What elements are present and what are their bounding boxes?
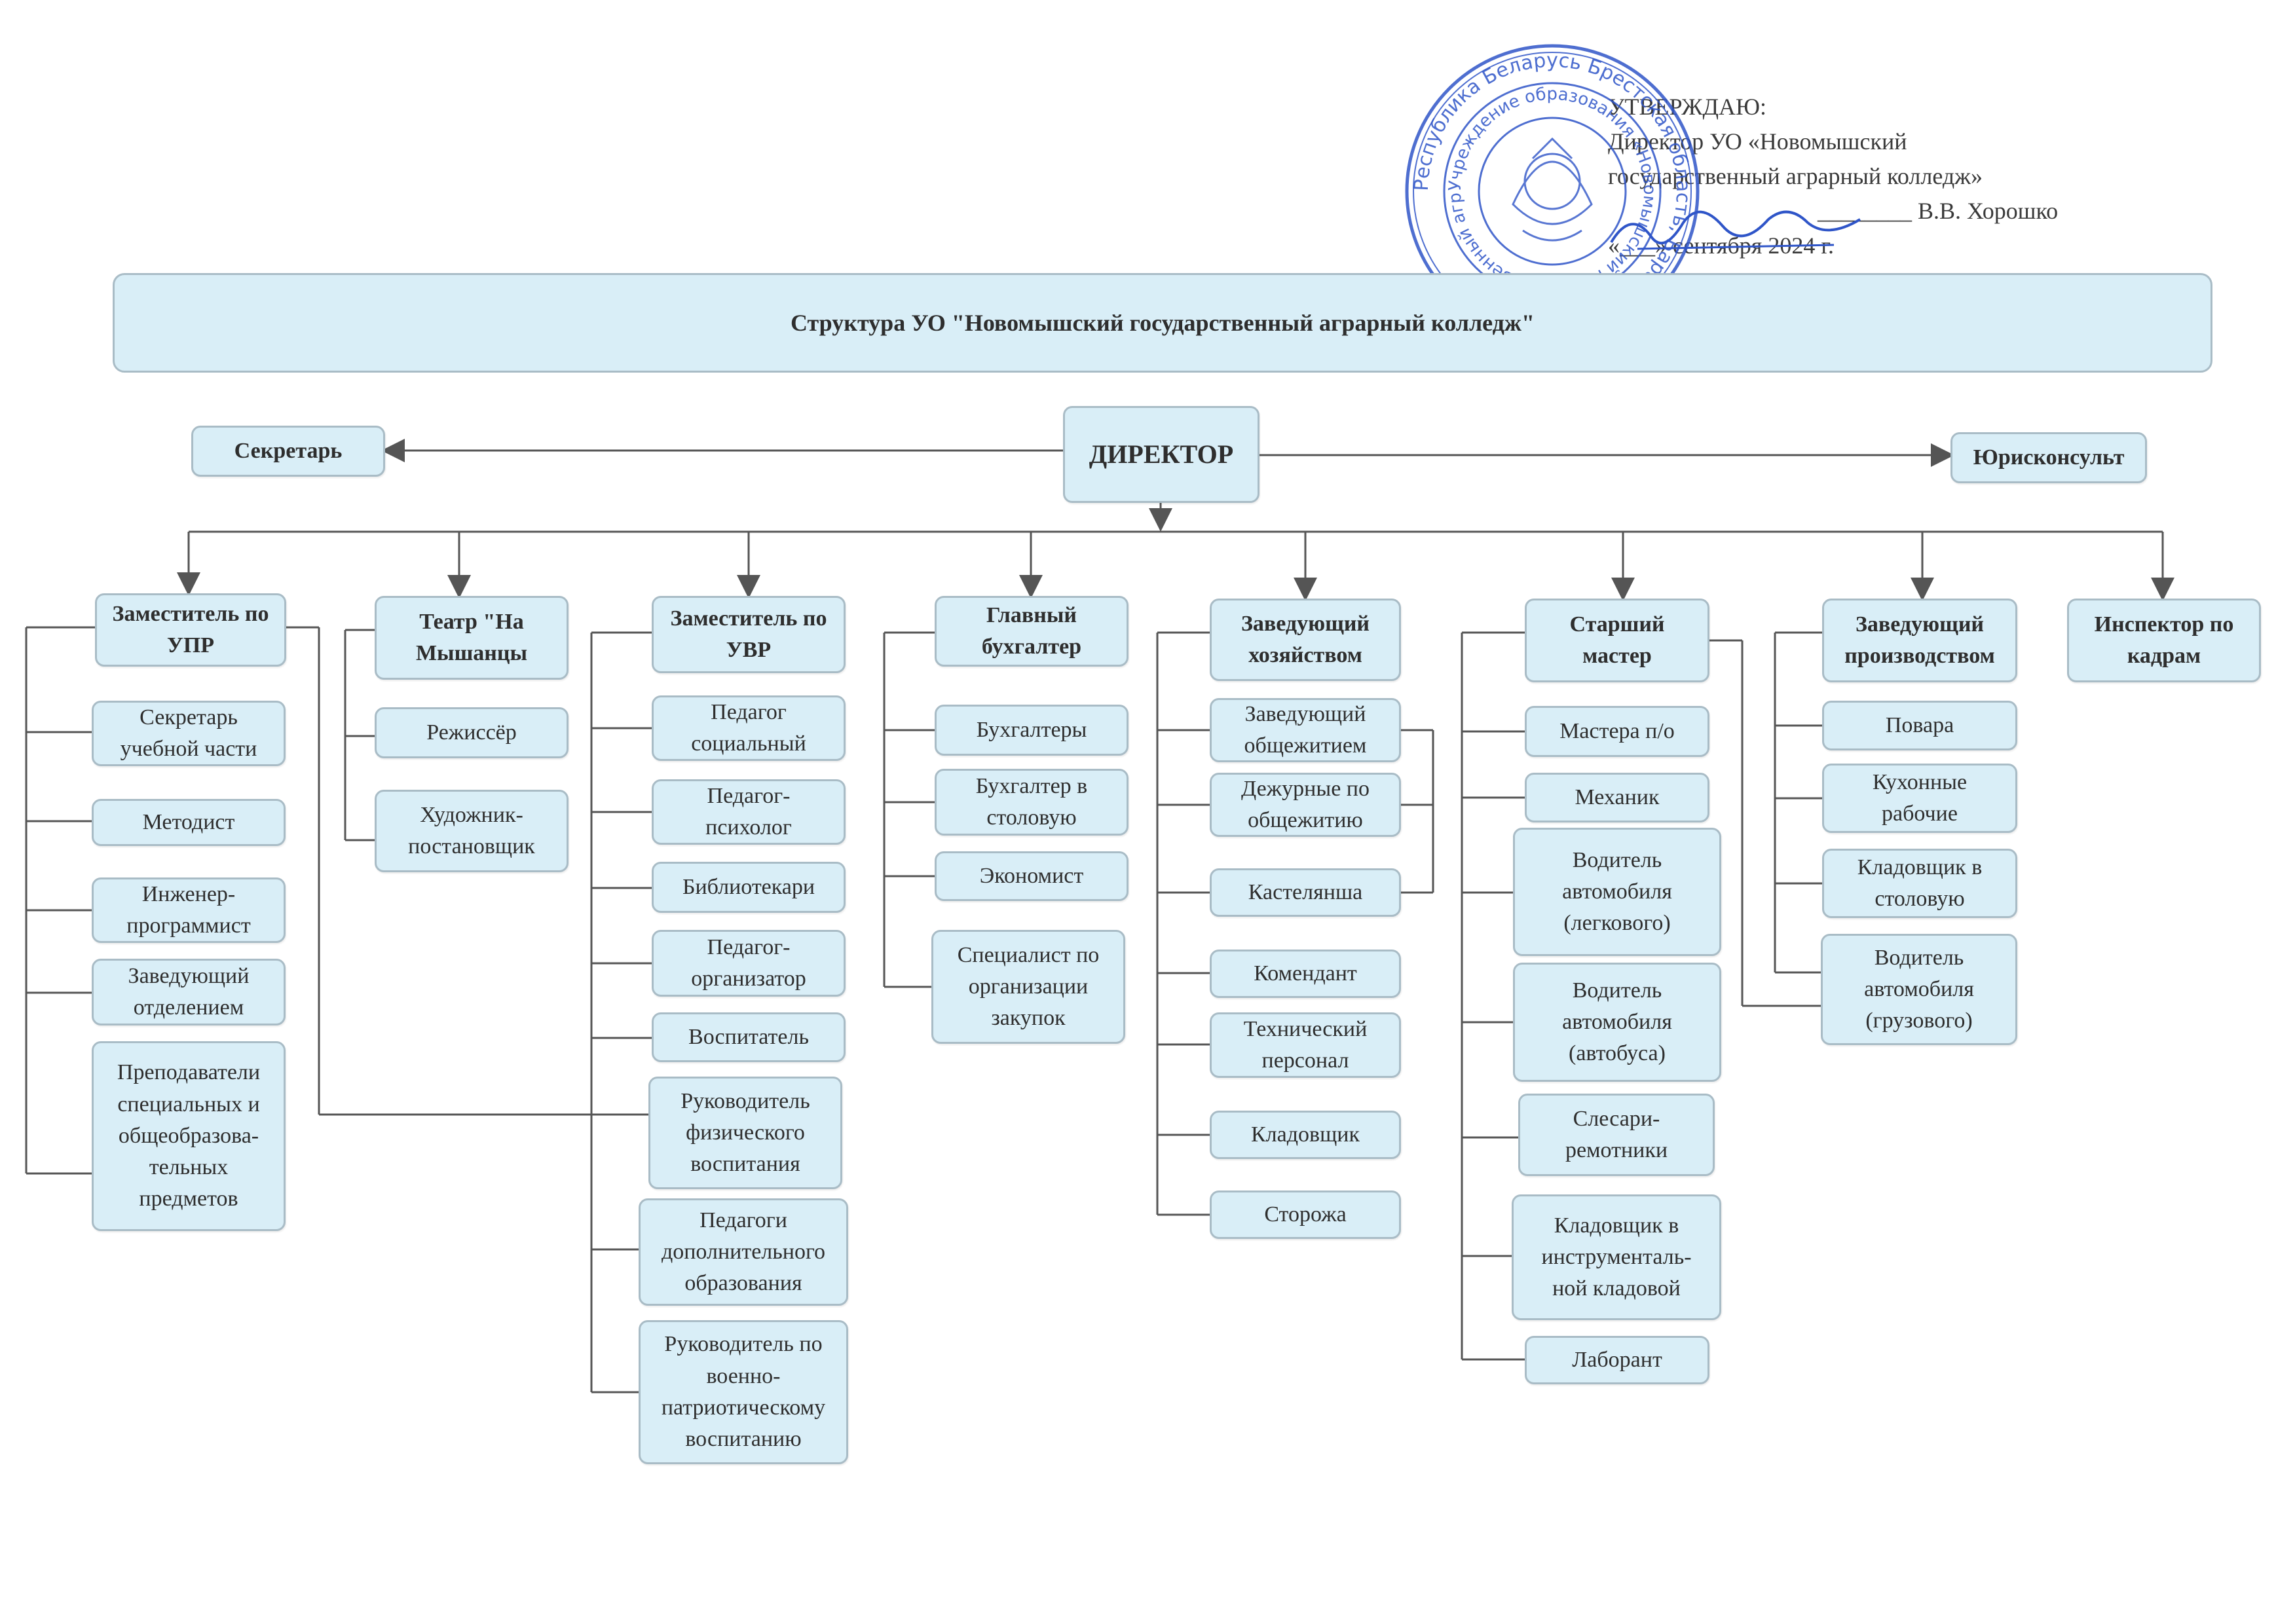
- director-box: ДИРЕКТОР: [1063, 406, 1259, 503]
- department-head: Заведующий производством: [1822, 599, 2017, 682]
- staff-box: Повара: [1822, 701, 2017, 750]
- department-head: Старший мастер: [1525, 599, 1709, 682]
- staff-box: Руководитель физического воспитания: [648, 1077, 842, 1189]
- staff-box: Методист: [92, 799, 286, 846]
- staff-box: Мастера п/о: [1525, 706, 1709, 757]
- department-head: Театр "На Мышанцы: [375, 596, 569, 680]
- staff-box: Экономист: [935, 851, 1129, 901]
- jurist-box: Юрисконсульт: [1950, 432, 2147, 483]
- staff-box: Водитель автомобиля (грузового): [1821, 934, 2017, 1045]
- staff-box: Водитель автомобиля (автобуса): [1513, 963, 1721, 1082]
- staff-box: Секретарь учебной части: [92, 701, 286, 766]
- staff-box: Режиссёр: [375, 707, 569, 758]
- approval-organization: государственный аграрный колледж»: [1608, 163, 1983, 189]
- staff-box: Слесари- ремотники: [1518, 1094, 1715, 1176]
- staff-box: Дежурные по общежитию: [1210, 773, 1401, 837]
- staff-box: Преподаватели специальных и общеобразова…: [92, 1041, 286, 1231]
- staff-box: Механик: [1525, 773, 1709, 822]
- staff-box: Руководитель по военно- патриотическому …: [639, 1320, 848, 1464]
- staff-box: Кухонные рабочие: [1822, 764, 2017, 833]
- page-title: Структура УО "Новомышский государственны…: [113, 273, 2212, 373]
- staff-box: Лаборант: [1525, 1336, 1709, 1384]
- staff-box: Художник- постановщик: [375, 790, 569, 872]
- staff-box: Бухгалтеры: [935, 705, 1129, 756]
- staff-box: Бухгалтер в столовую: [935, 769, 1129, 836]
- staff-box: Водитель автомобиля (легкового): [1513, 828, 1721, 956]
- staff-box: Кладовщик в столовую: [1822, 849, 2017, 918]
- staff-box: Педагог- организатор: [652, 930, 846, 997]
- staff-box: Воспитатель: [652, 1012, 846, 1062]
- department-head: Заместитель по УВР: [652, 596, 846, 673]
- staff-box: Педагоги дополнительного образования: [639, 1198, 848, 1306]
- approval-signatory: ________ В.В. Хорошко: [1818, 198, 2059, 224]
- secretary-box: Секретарь: [191, 426, 385, 477]
- staff-box: Педагог социальный: [652, 695, 846, 761]
- staff-box: Технический персонал: [1210, 1012, 1401, 1078]
- department-head: Заместитель по УПР: [95, 593, 286, 667]
- staff-box: Заведующий отделением: [92, 959, 286, 1025]
- staff-box: Кастелянша: [1210, 868, 1401, 917]
- staff-box: Заведующий общежитием: [1210, 698, 1401, 762]
- department-head: Заведующий хозяйством: [1210, 599, 1401, 681]
- staff-box: Педагог- психолог: [652, 779, 846, 845]
- department-head: Главный бухгалтер: [935, 596, 1129, 667]
- approval-heading: УТВЕРЖДАЮ:: [1608, 94, 1767, 120]
- staff-box: Кладовщик: [1210, 1111, 1401, 1159]
- staff-box: Специалист по организации закупок: [931, 930, 1125, 1044]
- staff-box: Инженер- программист: [92, 877, 286, 943]
- staff-box: Кладовщик в инструменталь- ной кладовой: [1512, 1194, 1721, 1320]
- staff-box: Сторожа: [1210, 1190, 1401, 1239]
- staff-box: Комендант: [1210, 950, 1401, 998]
- approval-block: УТВЕРЖДАЮ: Директор УО «Новомышский госу…: [1608, 90, 2066, 263]
- staff-box: Библиотекари: [652, 862, 846, 913]
- department-head: Инспектор по кадрам: [2067, 599, 2261, 682]
- signature: [1610, 210, 1861, 250]
